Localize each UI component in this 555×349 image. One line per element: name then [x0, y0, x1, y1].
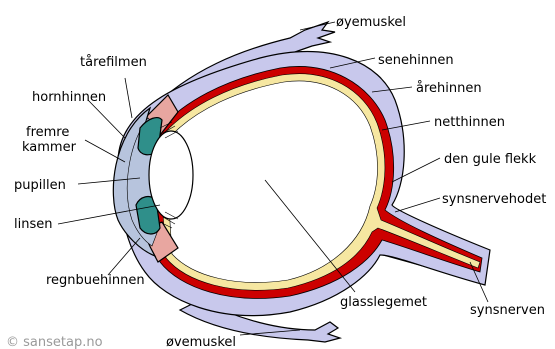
label-oyemuskel-top: øyemuskel — [336, 15, 406, 30]
label-glasslegemet: glasslegemet — [340, 295, 427, 310]
label-kammer: kammer — [22, 140, 77, 155]
label-linsen: linsen — [14, 217, 52, 232]
label-pupillen: pupillen — [14, 178, 66, 193]
label-arehinnen: årehinnen — [416, 81, 482, 96]
credit-text: © sansetap.no — [6, 335, 103, 349]
label-tarefilmen: tårefilmen — [80, 55, 147, 70]
label-synsnervehodet: synsnervehodet — [442, 192, 546, 207]
label-senehinnen: senehinnen — [378, 53, 454, 68]
label-netthinnen: netthinnen — [434, 115, 505, 130]
label-synsnerven: synsnerven — [470, 303, 545, 318]
label-fremre: fremre — [26, 125, 69, 140]
label-oyemuskel-bottom: øvemuskel — [166, 335, 236, 349]
label-hornhinnen: hornhinnen — [32, 90, 106, 105]
label-gule-flekk: den gule flekk — [444, 152, 537, 167]
label-regnbuehinnen: regnbuehinnen — [46, 273, 145, 288]
